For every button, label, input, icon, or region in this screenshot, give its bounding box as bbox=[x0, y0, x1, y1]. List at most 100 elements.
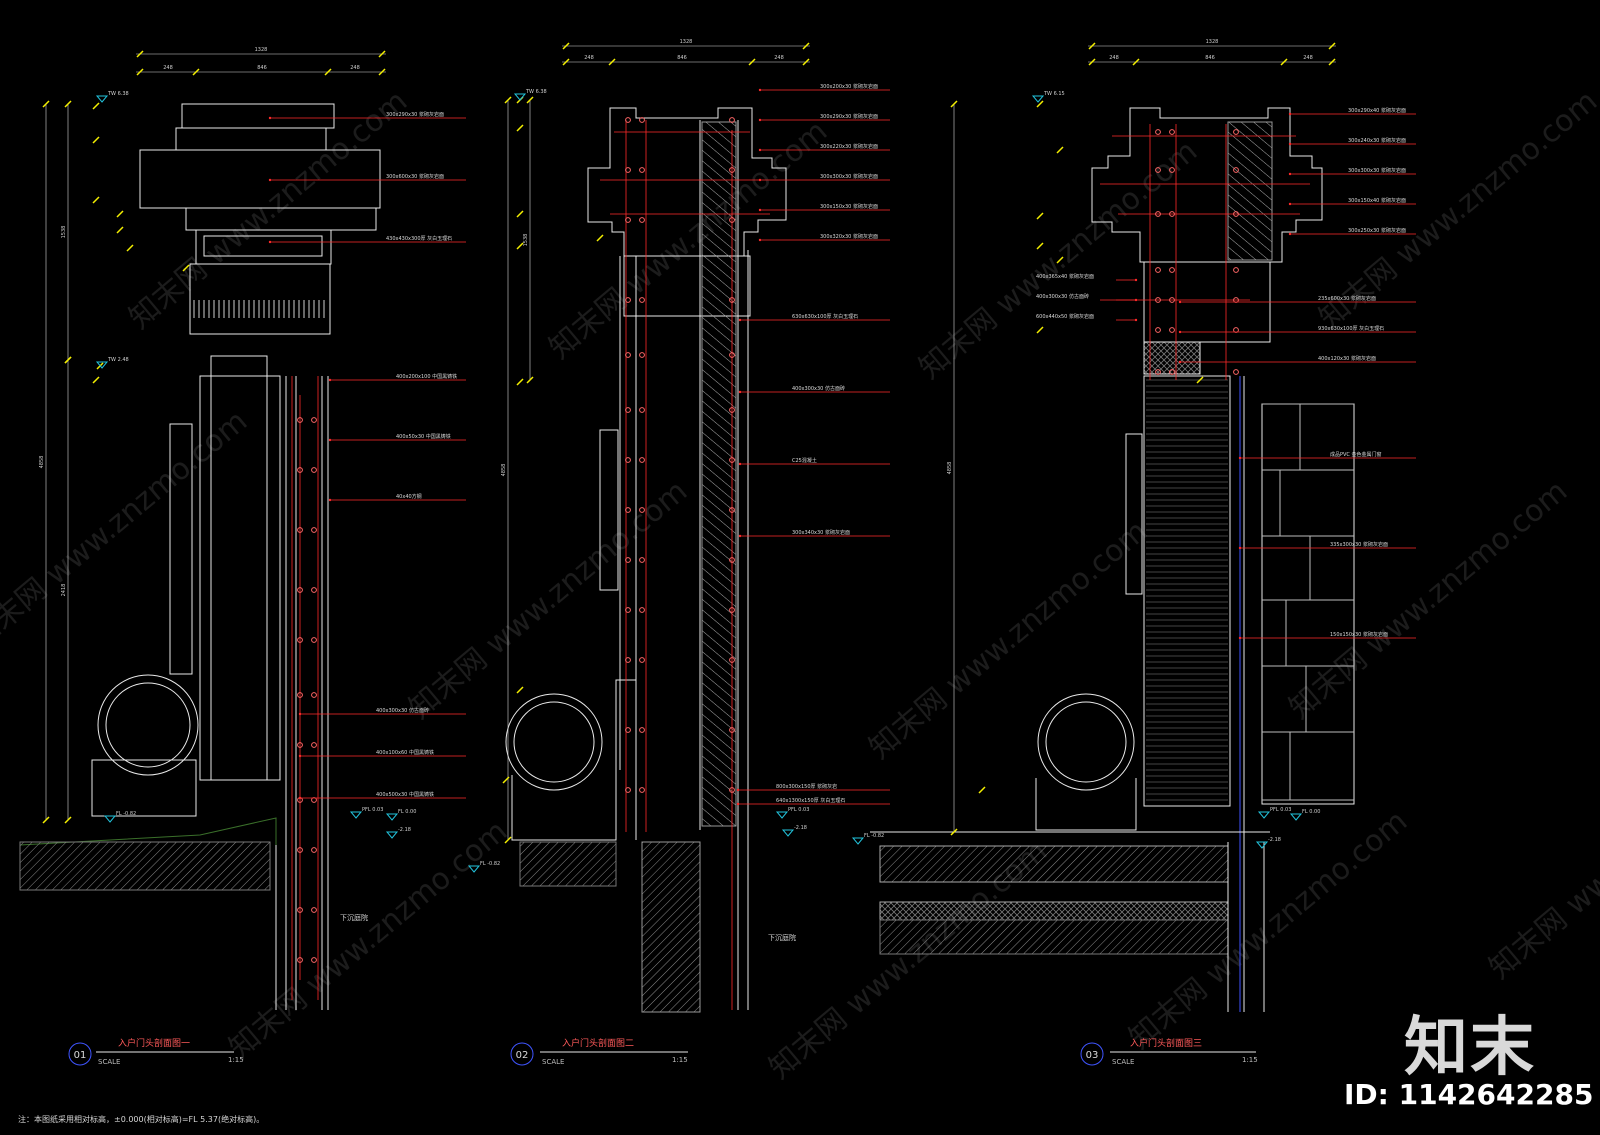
leader-dot bbox=[738, 318, 742, 322]
slab-hatch bbox=[879, 845, 1229, 883]
dimension-tick bbox=[516, 210, 524, 218]
dimension-label: 846 bbox=[1205, 55, 1215, 61]
side-column bbox=[599, 429, 619, 591]
anchor-bolt bbox=[1169, 129, 1175, 135]
dimension-tick bbox=[92, 136, 100, 144]
dimension-label: 1328 bbox=[255, 47, 268, 53]
elevation-marker bbox=[95, 361, 109, 369]
annotation-text: 300x290x30 浆砌灰岩面 bbox=[820, 113, 878, 120]
anchor-bolt bbox=[297, 907, 303, 913]
leader-dot bbox=[268, 240, 272, 244]
anchor-bolt bbox=[625, 117, 631, 123]
annotation-text: 400x300x30 仿古面砖 bbox=[376, 707, 429, 714]
anchor-bolt bbox=[729, 557, 735, 563]
anchor-bolt bbox=[311, 847, 317, 853]
anchor-bolt bbox=[1155, 211, 1161, 217]
side-column bbox=[169, 423, 193, 675]
dimension-tick bbox=[950, 828, 958, 836]
annotation-text: 600x440x50 浆砌灰岩面 bbox=[1036, 313, 1094, 320]
dimension-tick bbox=[1328, 58, 1336, 66]
annotation-text: 300x340x30 浆砌灰岩面 bbox=[792, 529, 850, 536]
pilaster-body bbox=[1143, 375, 1231, 807]
anchor-bolt bbox=[1155, 267, 1161, 273]
leader-dot bbox=[328, 378, 332, 382]
elevation-label: PFL 0.03 bbox=[1270, 807, 1291, 813]
anchor-bolt bbox=[639, 657, 645, 663]
ground-line bbox=[19, 817, 277, 846]
dimension-tick bbox=[42, 100, 50, 108]
leader-dot bbox=[328, 438, 332, 442]
anchor-bolt bbox=[311, 742, 317, 748]
anchor-bolt bbox=[311, 417, 317, 423]
elevation-label: TW 6.38 bbox=[107, 91, 129, 97]
dimension-tick bbox=[526, 376, 534, 384]
annotation-text: 800x300x150厚 浆砌灰岩 bbox=[776, 783, 837, 790]
anchor-bolt bbox=[729, 352, 735, 358]
section-03 bbox=[870, 107, 1355, 1012]
section-number: 02 bbox=[516, 1050, 529, 1061]
leader-dot bbox=[1288, 172, 1292, 176]
dimension-tick bbox=[802, 58, 810, 66]
annotation-text: 300x240x30 浆砌灰岩面 bbox=[1348, 137, 1406, 144]
leader-dot bbox=[758, 148, 762, 152]
window-base bbox=[91, 759, 197, 817]
elevation-label: TW 2.48 bbox=[107, 357, 129, 363]
round-window-inner bbox=[105, 682, 191, 768]
anchor-bolt bbox=[639, 787, 645, 793]
annotation-text: 400x50x30 中国黑铸铁 bbox=[396, 433, 451, 440]
elevation-label: PFL 0.03 bbox=[788, 807, 809, 813]
dimension-label: 4858 bbox=[39, 456, 45, 469]
anchor-bolt bbox=[1233, 167, 1239, 173]
dimension-tick bbox=[516, 378, 524, 386]
anchor-bolt bbox=[1169, 267, 1175, 273]
leader-dot bbox=[1288, 202, 1292, 206]
anchor-bolt bbox=[639, 352, 645, 358]
dimension-tick bbox=[92, 376, 100, 384]
dimension-tick bbox=[596, 234, 604, 242]
leader-dot bbox=[1238, 636, 1242, 640]
anchor-bolt bbox=[639, 507, 645, 513]
scale-value: 1:15 bbox=[228, 1056, 244, 1064]
dimension-tick bbox=[324, 68, 332, 76]
annotation-text: 430x430x300厚 灰白玉理石 bbox=[386, 235, 452, 242]
elevation-label: PFL 0.03 bbox=[362, 807, 383, 813]
anchor-bolt bbox=[729, 217, 735, 223]
dentil-row bbox=[193, 300, 325, 318]
round-window-inner bbox=[513, 701, 595, 783]
elevation-marker bbox=[1031, 95, 1045, 103]
annotation-text: 300x250x30 浆砌灰岩面 bbox=[1348, 227, 1406, 234]
annotation-text: 成品PVC 金色金属门窗 bbox=[1330, 451, 1382, 458]
elevation-label: TW 6.38 bbox=[525, 89, 547, 95]
dimension-tick bbox=[978, 786, 986, 794]
elevation-label: FL 0.00 bbox=[1302, 809, 1320, 815]
cornice-block bbox=[175, 127, 327, 151]
annotation-text: 400x120x30 浆砌灰岩面 bbox=[1318, 355, 1376, 362]
leader-dot bbox=[758, 238, 762, 242]
scale-label: SCALE bbox=[542, 1058, 564, 1066]
anchor-bolt bbox=[311, 797, 317, 803]
annotation-text: 300x150x40 浆砌灰岩面 bbox=[1348, 197, 1406, 204]
elevation-label: -2.18 bbox=[398, 827, 411, 833]
section-number-circle bbox=[1080, 1042, 1104, 1066]
anchor-bolt bbox=[297, 637, 303, 643]
scale-label: SCALE bbox=[98, 1058, 120, 1066]
leader-dot bbox=[298, 796, 302, 800]
area-label: 下沉庭院 bbox=[340, 913, 368, 922]
capital-band bbox=[189, 263, 331, 335]
dimension-label: 248 bbox=[350, 65, 360, 71]
anchor-bolt bbox=[729, 117, 735, 123]
round-window-outer bbox=[505, 693, 603, 791]
elevation-marker bbox=[385, 831, 399, 839]
anchor-bolt bbox=[1155, 297, 1161, 303]
dimension-label: 1328 bbox=[1206, 39, 1219, 45]
section-title-01: 01 入户门头剖面图一 SCALE 1:15 bbox=[68, 1037, 244, 1066]
anchor-bolt bbox=[297, 742, 303, 748]
leader-dot bbox=[738, 462, 742, 466]
watermark-text: 知末网 www.znzmo.com bbox=[1483, 734, 1600, 986]
dimension-tick bbox=[1036, 212, 1044, 220]
anchor-bolt bbox=[1169, 211, 1175, 217]
anchor-bolt bbox=[1233, 129, 1239, 135]
